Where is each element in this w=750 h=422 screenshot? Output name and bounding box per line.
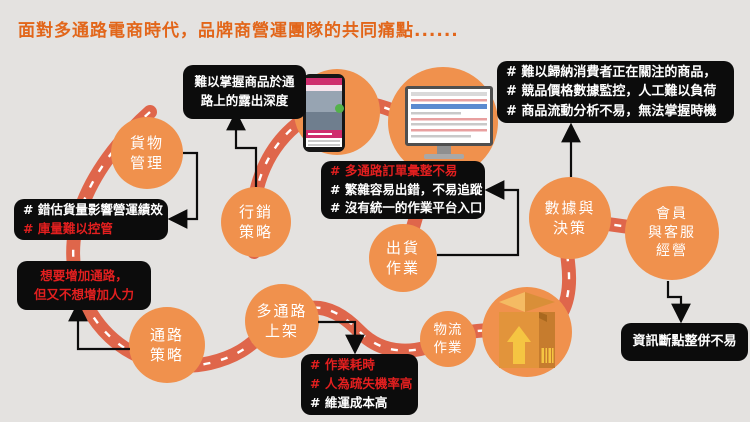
callout-line: 難以掌握商品於通	[194, 74, 295, 90]
callout-line-emphasis: # 作業耗時	[310, 357, 375, 373]
node-multichannel-listing: 多通路 上架	[245, 284, 319, 358]
callout-line: # 錯估貨量影響營運績效	[23, 201, 163, 217]
arrow-marketing-to-exposure	[226, 110, 258, 187]
node-member-service: 會員 與客服 經營	[625, 186, 719, 280]
node-marketing-strategy: 行銷 策略	[221, 187, 291, 257]
node-label: 經營	[656, 243, 688, 260]
callout-orders: # 多通路訂單彙整不易 # 繁雜容易出錯，不易追蹤 # 沒有統一的作業平台入口	[321, 161, 485, 219]
shopping-app-phone-image	[303, 74, 345, 152]
monitor-table-rows	[411, 92, 487, 138]
node-label: 多通路	[256, 301, 308, 320]
arrow-channel-to-manpower	[68, 301, 130, 351]
callout-line: # 商品流動分析不易，無法掌握時機	[506, 103, 717, 119]
phone-app-footer	[306, 138, 342, 147]
phone-product-photo	[306, 91, 342, 130]
node-label: 作業	[385, 259, 420, 277]
phone-green-badge-icon	[335, 104, 344, 113]
arrow-listing-to-operations	[318, 320, 365, 355]
page-title: 面對多通路電商時代，品牌商營運團隊的共同痛點......	[18, 21, 459, 41]
phone-promo-text-line	[308, 133, 332, 135]
callout-line-emphasis: 想要增加通路，	[40, 267, 128, 283]
callout-inventory: # 錯估貨量影響營運績效 # 庫量難以控管	[14, 199, 168, 240]
node-label: 策略	[238, 223, 273, 241]
callout-line: # 難以歸納消費者正在關注的商品，	[506, 64, 717, 80]
node-label: 出貨	[385, 238, 420, 257]
callout-line-emphasis: 但又不想增加人力	[33, 286, 134, 302]
node-label: 貨物	[129, 133, 164, 152]
callout-integration: 資訊斷點整併不易	[621, 323, 748, 361]
node-label: 決策	[552, 219, 587, 237]
arrow-shipping-to-orders	[437, 180, 520, 257]
node-cargo-management: 貨物 管理	[111, 117, 183, 189]
node-label: 會員	[656, 205, 688, 222]
callout-line: 路上的露出深度	[200, 93, 289, 108]
monitor-stand-base	[424, 154, 464, 159]
callout-operations: # 作業耗時 # 人為疏失機率高 # 維運成本高	[301, 354, 418, 415]
phone-footer-line	[308, 143, 340, 146]
monitor-stand-neck	[437, 146, 451, 154]
node-channel-strategy: 通路 策略	[129, 307, 205, 383]
callout-line: # 競品價格數據監控，人工難以負荷	[506, 84, 717, 100]
callout-line: # 維運成本高	[310, 394, 388, 410]
phone-screen	[306, 78, 342, 147]
callout-insight: # 難以歸納消費者正在關注的商品， # 競品價格數據監控，人工難以負荷 # 商品…	[497, 61, 734, 123]
callout-manpower: 想要增加通路， 但又不想增加人力	[17, 261, 151, 310]
callout-line: # 繁雜容易出錯，不易追蹤	[330, 181, 483, 197]
node-label: 物流	[433, 321, 463, 338]
phone-footer-line	[308, 139, 340, 142]
node-label: 行銷	[238, 202, 273, 221]
arrow-member-to-integration	[666, 281, 691, 324]
node-data-decision: 數據與 決策	[529, 177, 611, 259]
callout-line: # 沒有統一的作業平台入口	[330, 200, 483, 216]
arrow-cargo-to-inventory	[167, 151, 199, 229]
phone-photo-shade	[306, 112, 342, 130]
node-label: 作業	[433, 340, 463, 356]
node-logistics-operations: 物流 作業	[420, 311, 476, 367]
node-label: 通路	[149, 325, 184, 344]
callout-line: 資訊斷點整併不易	[632, 334, 737, 350]
node-label: 管理	[129, 154, 164, 172]
callout-line-emphasis: # 人為疏失機率高	[310, 376, 413, 392]
node-label: 與客服	[648, 224, 696, 241]
node-label: 上架	[264, 322, 299, 340]
node-label: 策略	[149, 346, 184, 364]
callout-exposure: 難以掌握商品於通 路上的露出深度	[183, 65, 306, 119]
package-box-icon	[499, 292, 555, 368]
node-label: 數據與	[544, 198, 596, 217]
phone-app-nav	[306, 85, 342, 91]
phone-app-header	[306, 78, 342, 85]
node-shipping-operations: 出貨 作業	[369, 224, 437, 292]
order-dashboard-monitor-image	[405, 86, 493, 146]
callout-line-emphasis: # 多通路訂單彙整不易	[330, 162, 458, 178]
phone-promo-strip	[306, 130, 342, 138]
callout-line-emphasis: # 庫量難以控管	[23, 220, 113, 236]
